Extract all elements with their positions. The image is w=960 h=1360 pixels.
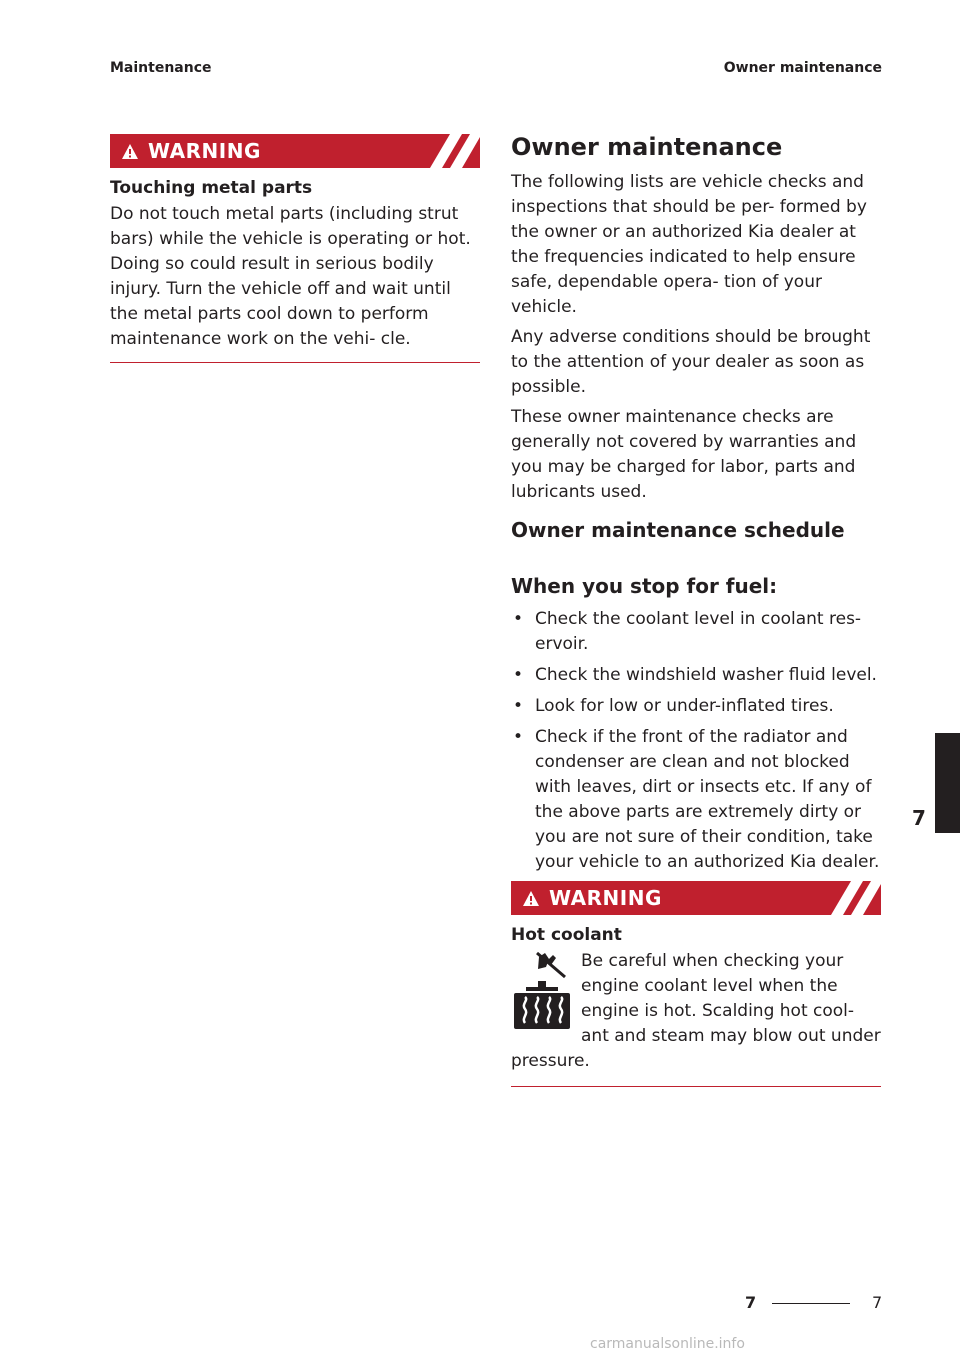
- warning-stripes-icon: [831, 881, 881, 915]
- warning-triangle-icon: [523, 891, 539, 906]
- header-section-title: Maintenance: [110, 60, 212, 76]
- right-column: Owner maintenance The following lists ar…: [511, 133, 881, 1087]
- warning-banner: WARNING: [511, 881, 881, 915]
- warranty-paragraph: These owner maintenance checks are gener…: [511, 407, 857, 502]
- warning-body: Be careful when checking your engine coo…: [511, 951, 881, 1071]
- warning-label: WARNING: [549, 886, 662, 910]
- fuel-heading: When you stop for fuel:: [511, 574, 778, 598]
- warning-label: WARNING: [148, 139, 261, 163]
- watermark: carmanualsonline.info: [590, 1336, 745, 1352]
- warning-body: Do not touch metal parts (including stru…: [110, 204, 471, 349]
- header-page-title: Owner maintenance: [723, 60, 882, 76]
- left-column: WARNING Touching metal parts Do not touc…: [110, 134, 480, 363]
- warning-banner: WARNING: [110, 134, 480, 168]
- warning-end-rule: [110, 362, 480, 363]
- hot-coolant-icon: [514, 951, 570, 1029]
- warning-end-rule: [511, 1086, 881, 1087]
- fuel-checklist: Check the coolant level in coolant res- …: [511, 607, 881, 875]
- list-item: Check if the front of the radiator and c…: [511, 725, 881, 875]
- intro-paragraph: The following lists are vehicle checks a…: [511, 172, 867, 317]
- chapter-tab-number: 7: [912, 806, 926, 830]
- footer-page-number: 7: [872, 1293, 883, 1312]
- footer-divider: [772, 1303, 850, 1304]
- warning-title: Touching metal parts: [110, 178, 313, 198]
- hot-coolant-warning: Be careful when checking your engine coo…: [511, 949, 881, 1074]
- adverse-paragraph: Any adverse conditions should be brought…: [511, 327, 871, 397]
- schedule-heading: Owner maintenance schedule: [511, 518, 845, 542]
- warning-stripes-icon: [430, 134, 480, 168]
- warning-triangle-icon: [122, 144, 138, 159]
- section-title: Owner maintenance: [511, 133, 783, 161]
- list-item: Check the coolant level in coolant res- …: [511, 607, 881, 657]
- list-item: Look for low or under-inflated tires.: [511, 694, 881, 719]
- warning-title: Hot coolant: [511, 925, 622, 945]
- chapter-tab: [935, 733, 960, 833]
- list-item: Check the windshield washer fluid level.: [511, 663, 881, 688]
- footer-chapter-number: 7: [745, 1293, 757, 1312]
